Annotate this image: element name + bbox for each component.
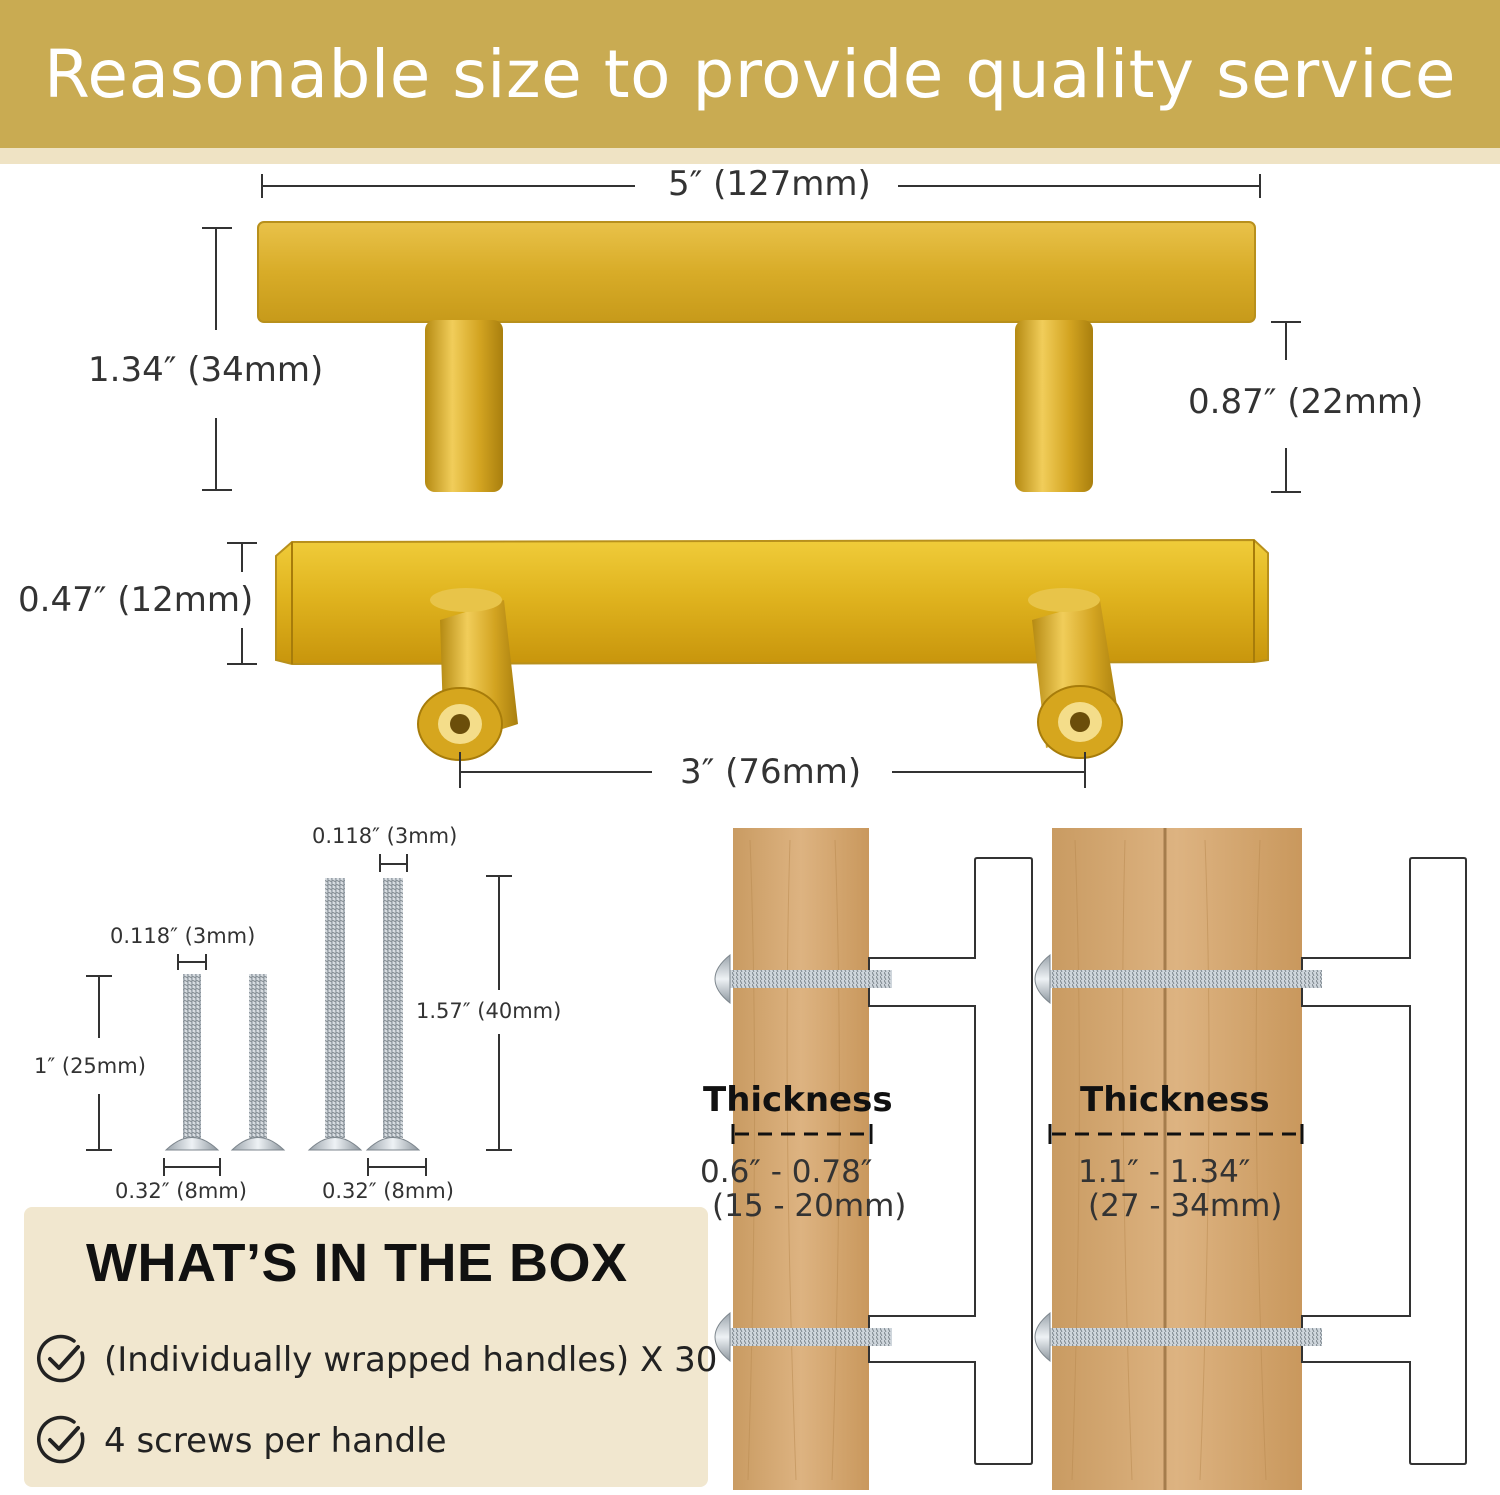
short-screw-length-label: 1″ (25mm)	[34, 1054, 146, 1078]
hole-center-label: 3″ (76mm)	[680, 752, 862, 792]
thin-thickness-title: Thickness	[703, 1080, 893, 1120]
short-screw-head-label: 0.32″ (8mm)	[115, 1179, 247, 1203]
thick-thickness-title: Thickness	[1080, 1080, 1270, 1120]
bar-width-dimension-line	[227, 542, 257, 665]
height-dimension-line	[202, 227, 232, 491]
box-item: 4 screws per handle	[34, 1414, 447, 1468]
post-height-label: 0.87″ (22mm)	[1188, 382, 1424, 422]
bar-width-label: 0.47″ (12mm)	[18, 580, 254, 620]
thick-thickness-range-mm: (27 - 34mm)	[1088, 1188, 1283, 1224]
box-item: (Individually wrapped handles) X 30	[34, 1333, 717, 1387]
overall-length-label: 5″ (127mm)	[668, 164, 871, 204]
installation-thick-panel	[1034, 828, 1467, 1490]
thin-thickness-range-in: 0.6″ - 0.78″	[700, 1154, 873, 1190]
header-banner: Reasonable size to provide quality servi…	[0, 0, 1500, 148]
screws-illustration	[164, 878, 421, 1151]
length-dimension-line	[261, 174, 1261, 198]
box-item-label: 4 screws per handle	[104, 1421, 447, 1461]
box-title: WHAT’S IN THE BOX	[86, 1233, 628, 1293]
screw-dimension-lines	[86, 854, 512, 1176]
long-screw-diameter-label: 0.118″ (3mm)	[312, 824, 458, 848]
post-height-dimension-line	[1271, 321, 1301, 493]
thick-thickness-range-in: 1.1″ - 1.34″	[1078, 1154, 1251, 1190]
hole-center-dimension-line	[459, 752, 1086, 788]
handle-perspective-view	[275, 538, 1269, 761]
box-panel-bg	[24, 1207, 708, 1487]
short-screw-diameter-label: 0.118″ (3mm)	[110, 924, 256, 948]
handle-height-label: 1.34″ (34mm)	[88, 350, 324, 390]
box-item-label: (Individually wrapped handles) X 30	[104, 1340, 718, 1380]
banner-strip	[0, 148, 1500, 164]
thin-thickness-range-mm: (15 - 20mm)	[712, 1188, 907, 1224]
installation-thin-panel	[714, 828, 1033, 1490]
banner-title: Reasonable size to provide quality servi…	[44, 35, 1456, 113]
long-screw-length-label: 1.57″ (40mm)	[416, 999, 562, 1023]
long-screw-head-label: 0.32″ (8mm)	[322, 1179, 454, 1203]
check-circle-icon	[36, 1415, 85, 1464]
handle-side-view	[257, 221, 1256, 492]
check-circle-icon	[36, 1334, 85, 1383]
